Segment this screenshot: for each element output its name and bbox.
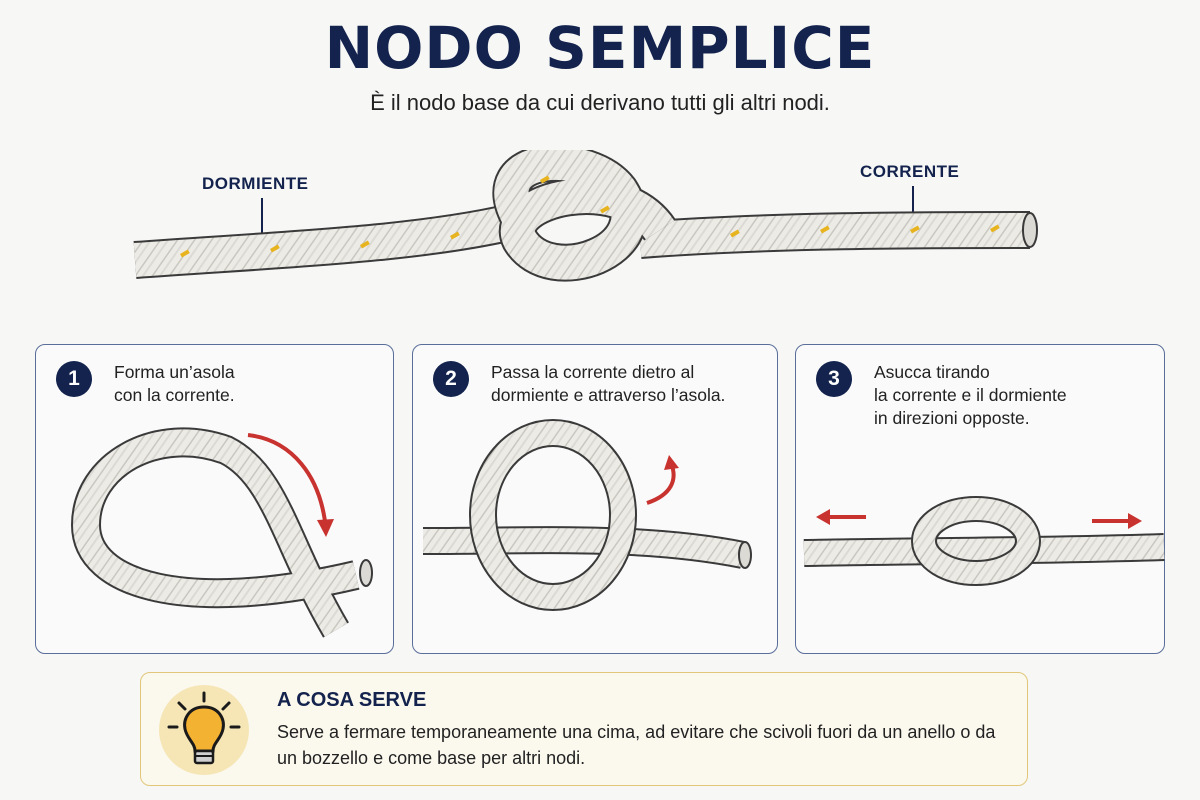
info-text: Serve a fermare temporaneamente una cima… (277, 722, 996, 768)
step-1-loop-illustration (70, 427, 373, 638)
info-box: A COSA SERVE Serve a fermare temporaneam… (140, 672, 1028, 786)
working-end-label: CORRENTE (860, 162, 960, 181)
step-3-tighten-illustration (803, 496, 1165, 586)
step-number-badge: 3 (816, 361, 852, 397)
overhand-knot-illustration (133, 150, 1038, 282)
step-card-1: 1 Forma un’asola con la corrente. (35, 344, 394, 654)
step-number-badge: 2 (433, 361, 469, 397)
step-number-badge: 1 (56, 361, 92, 397)
standing-part-pointer (261, 198, 263, 238)
page-subtitle: È il nodo base da cui derivano tutti gli… (370, 90, 830, 115)
standing-part-label: DORMIENTE (202, 174, 309, 193)
lightbulb-icon (159, 685, 249, 775)
info-title: A COSA SERVE (277, 689, 427, 711)
step-text: Passa la corrente dietro al dormiente e … (491, 362, 726, 405)
step-2-pass-through-illustration (422, 419, 752, 611)
step-text: Asucca tirando la corrente e il dormient… (874, 362, 1067, 428)
step-card-2: 2 Passa la corrente dietro al dormiente … (412, 344, 778, 654)
step-card-3: 3 Asucca tirando la corrente e il dormie… (795, 344, 1165, 654)
working-end-pointer (912, 186, 914, 218)
page-title: NODO SEMPLICE (324, 14, 876, 82)
step-text: Forma un’asola con la corrente. (114, 362, 235, 405)
